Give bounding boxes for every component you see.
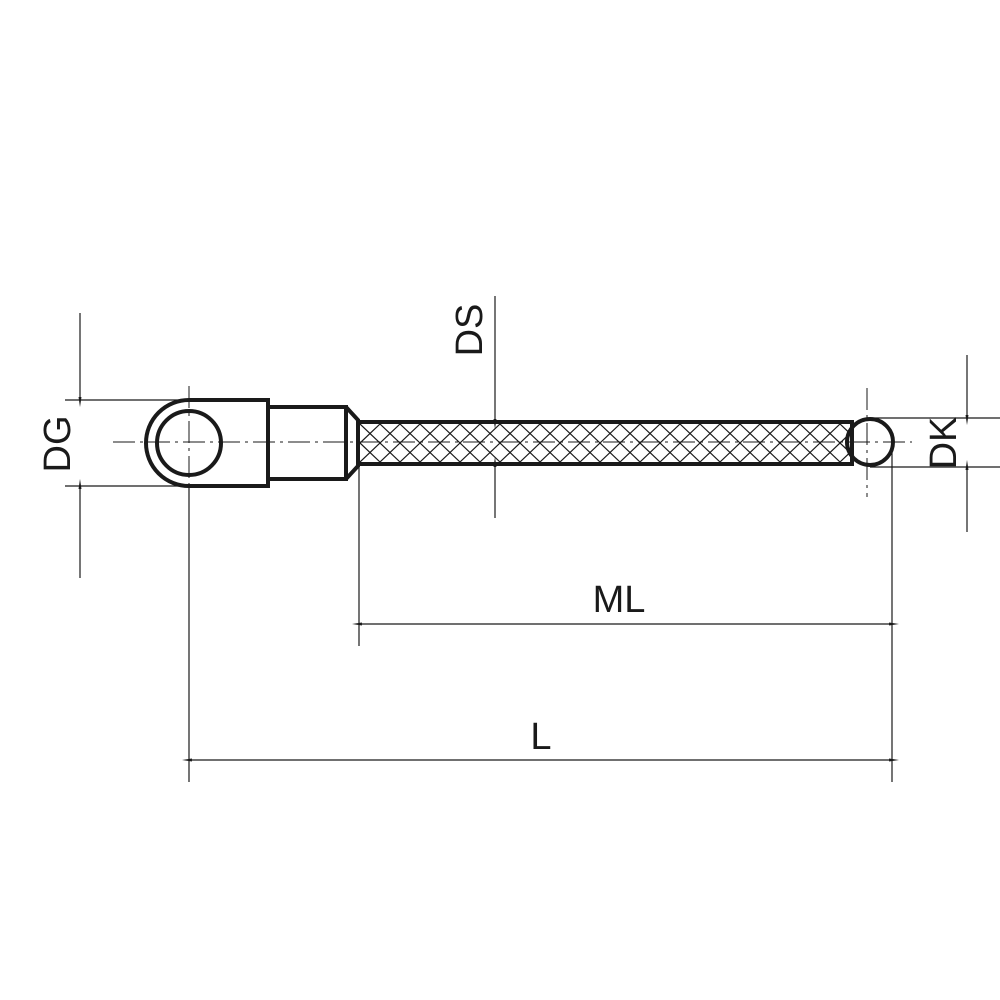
- knurl-line: [499, 424, 541, 462]
- knurl-line: [459, 424, 501, 462]
- knurl-line: [799, 424, 841, 462]
- stylus-part: [144, 398, 895, 488]
- knurl-line: [579, 424, 621, 462]
- knurl-line: [659, 424, 701, 462]
- knurl-line: [819, 432, 850, 462]
- knurl-line: [479, 424, 521, 462]
- label-dg: DG: [37, 416, 79, 473]
- eye-hole: [155, 409, 223, 477]
- knurl-line: [699, 424, 741, 462]
- knurl-line: [619, 424, 661, 462]
- knurl-line: [360, 424, 381, 444]
- chamfer: [344, 405, 360, 481]
- knurl-line: [360, 424, 361, 425]
- knurl-line: [419, 424, 461, 462]
- knurl-line: [759, 424, 801, 462]
- ball-tip: [845, 417, 895, 467]
- knurl-line: [679, 424, 721, 462]
- knurl-line: [559, 424, 601, 462]
- eye-outline: [144, 398, 270, 488]
- knurl-line: [779, 424, 821, 462]
- knurl-line: [719, 424, 761, 462]
- label-dk: DK: [923, 417, 965, 470]
- knurl-line: [539, 424, 581, 462]
- knurl-line: [379, 424, 421, 462]
- label-l: L: [530, 716, 551, 758]
- shaft: [358, 420, 854, 466]
- knurl-line: [300, 424, 340, 462]
- knurl-line: [519, 424, 561, 462]
- knurl-line: [300, 424, 340, 462]
- knurl-line: [399, 424, 441, 462]
- extension-lines: [65, 399, 1000, 782]
- knurl-line: [739, 424, 781, 462]
- knurl-line: [839, 451, 850, 462]
- knurl-line: [439, 424, 481, 462]
- neck: [268, 405, 348, 481]
- label-ds: DS: [449, 304, 491, 357]
- knurl-line: [639, 424, 681, 462]
- knurl-line: [599, 424, 641, 462]
- knurl-line: [839, 424, 850, 435]
- label-ml: ML: [593, 579, 646, 621]
- knurl-pattern: [300, 424, 850, 462]
- knurl-line: [360, 424, 401, 462]
- knurl-line: [360, 461, 361, 462]
- knurl-line: [360, 442, 381, 462]
